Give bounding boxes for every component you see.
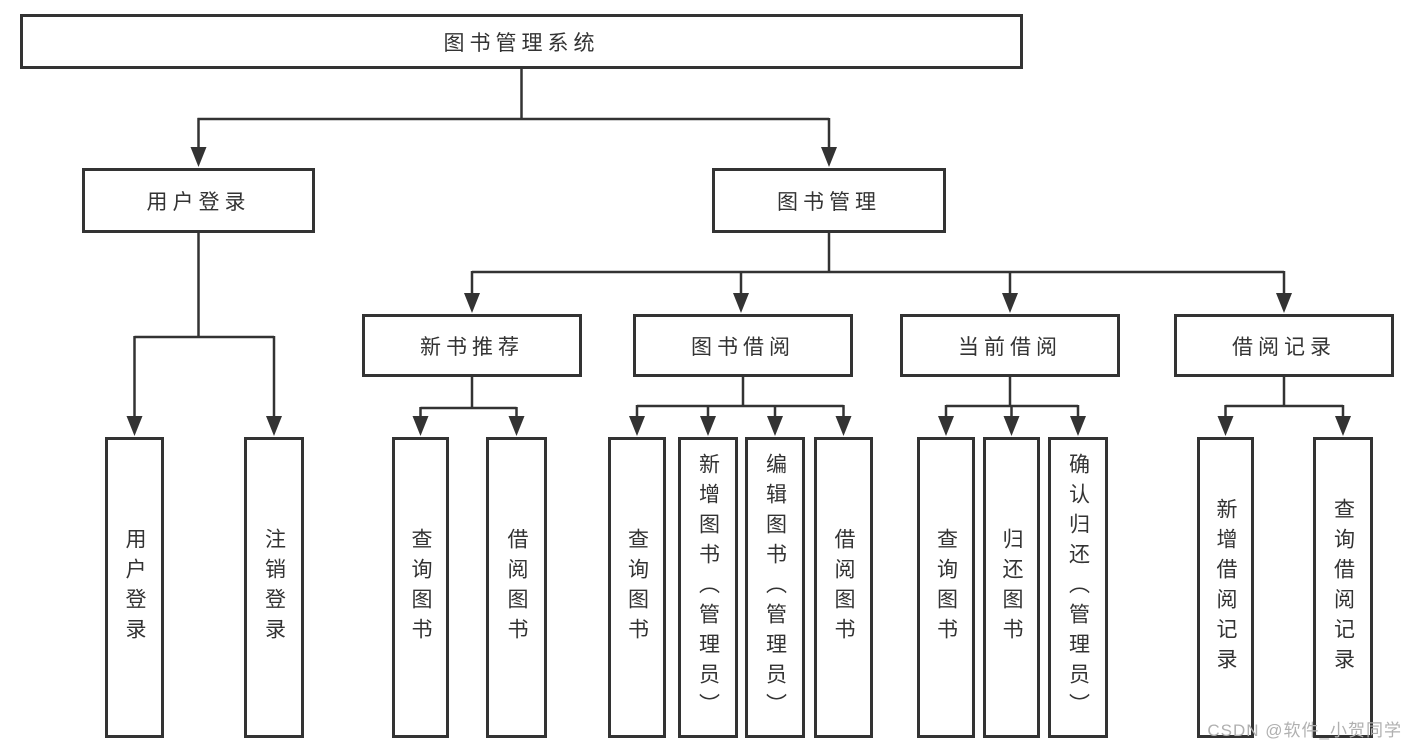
leaf-query-books-1: 查询图书 [392,437,449,738]
node-new-book-recommend: 新书推荐 [362,314,582,377]
leaf-edit-book-admin: 编辑图书（管理员） [745,437,805,738]
node-book-management: 图书管理 [712,168,946,233]
node-current-borrow: 当前借阅 [900,314,1120,377]
leaf-return-book: 归还图书 [983,437,1040,738]
arrow-down-icon [821,147,837,167]
arrow-down-icon [767,416,783,436]
leaf-add-book-admin: 新增图书（管理员） [678,437,738,738]
leaf-query-books-2: 查询图书 [608,437,666,738]
arrow-down-icon [412,416,429,436]
arrow-down-icon [1217,416,1234,436]
arrow-down-icon [938,416,954,436]
leaf-add-borrow-record: 新增借阅记录 [1197,437,1254,738]
arrow-down-icon [700,416,716,436]
arrow-down-icon [508,416,525,436]
arrow-down-icon [629,416,645,436]
arrow-down-icon [1002,293,1018,313]
arrow-down-icon [835,416,852,436]
arrow-down-icon [1003,416,1020,436]
leaf-confirm-return-admin: 确认归还（管理员） [1048,437,1108,738]
node-borrow-records: 借阅记录 [1174,314,1394,377]
leaf-user-login: 用户登录 [105,437,164,738]
watermark: CSDN @软件_小贺同学 [1207,721,1402,740]
arrow-down-icon [1335,416,1351,436]
node-book-borrow: 图书借阅 [633,314,853,377]
arrow-down-icon [464,293,480,313]
arrow-down-icon [733,293,749,313]
arrow-down-icon [1070,416,1086,436]
leaf-borrow-books-1: 借阅图书 [486,437,547,738]
leaf-query-books-3: 查询图书 [917,437,975,738]
arrow-down-icon [126,416,143,436]
leaf-query-borrow-record: 查询借阅记录 [1313,437,1373,738]
arrow-down-icon [190,147,207,167]
leaf-borrow-books-2: 借阅图书 [814,437,873,738]
node-user-login: 用户登录 [82,168,315,233]
node-root: 图书管理系统 [20,14,1023,69]
arrow-heads [126,147,1351,436]
leaf-logout: 注销登录 [244,437,304,738]
arrow-down-icon [1276,293,1292,313]
arrow-down-icon [266,416,282,436]
